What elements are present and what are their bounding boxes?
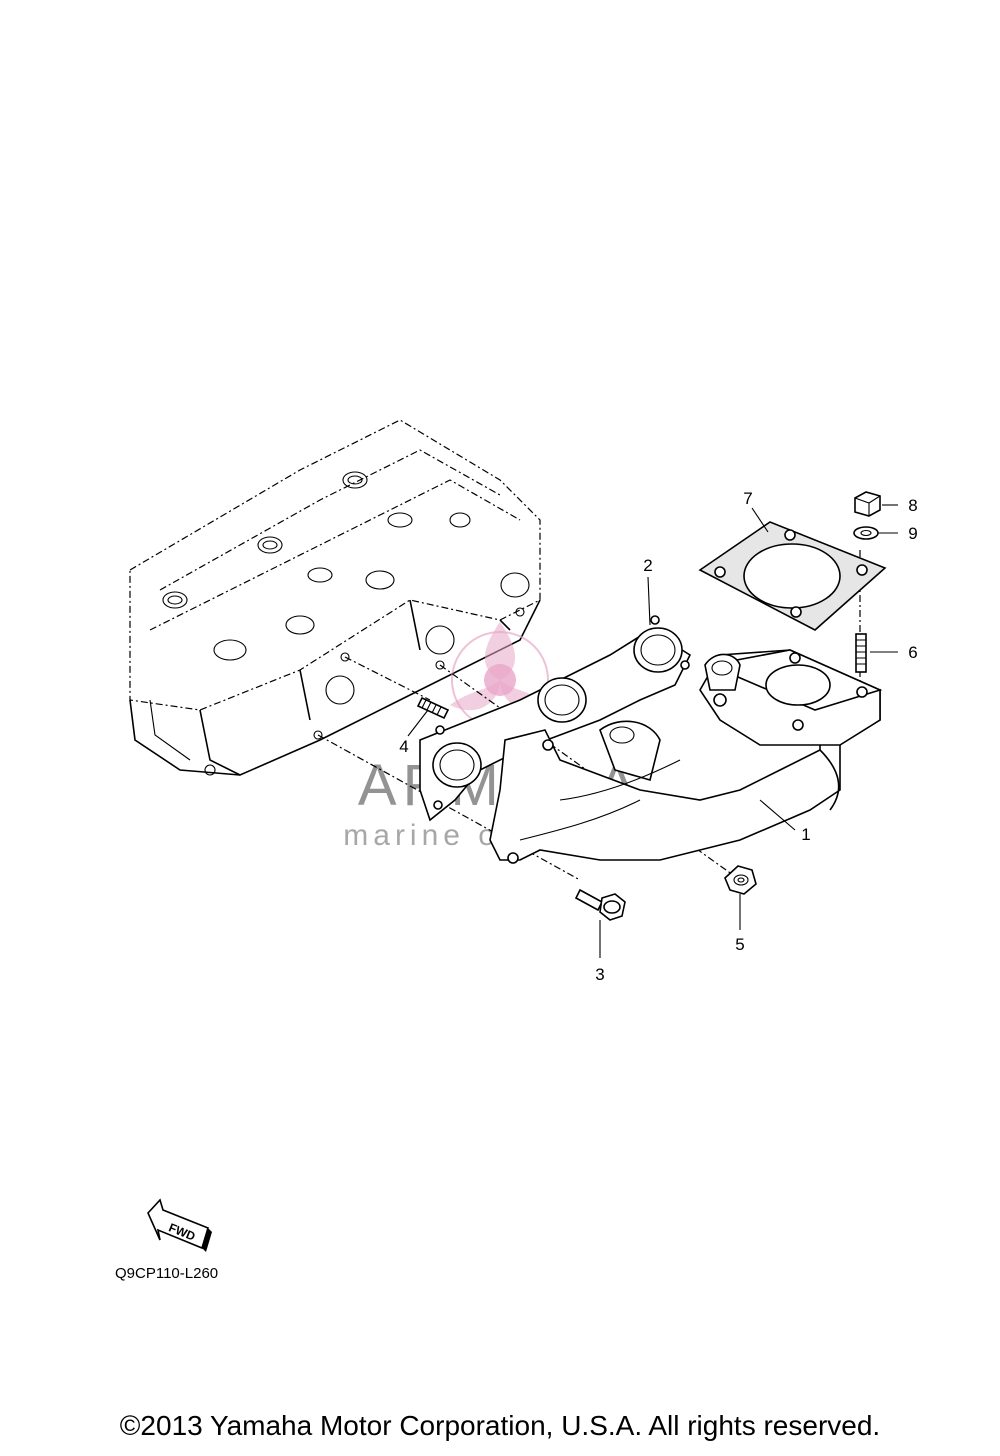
cylinder-head [129, 419, 541, 776]
fwd-arrow-icon: FWD [147, 1198, 212, 1252]
callout-2: 2 [643, 556, 652, 575]
callout-9: 9 [908, 524, 917, 543]
part-1-exhaust-manifold [489, 649, 883, 864]
callout-1: 1 [801, 825, 810, 844]
copyright-notice: ©2013 Yamaha Motor Corporation, U.S.A. A… [119, 1410, 881, 1441]
head-ports [162, 471, 530, 776]
part-9-washer [853, 526, 879, 540]
callout-6: 6 [908, 643, 917, 662]
part-7-gasket [698, 521, 887, 631]
callout-7: 7 [743, 489, 752, 508]
part-3-bolt [574, 888, 626, 921]
part-2-manifold-gasket [419, 615, 692, 822]
callout-8: 8 [908, 496, 917, 515]
callout-4: 4 [399, 737, 408, 756]
part-5-nut [724, 865, 757, 895]
part-6-stud [855, 633, 867, 673]
figure-code: Q9CP110-L260 [115, 1265, 218, 1282]
callout-5: 5 [735, 935, 744, 954]
callout-3: 3 [595, 965, 604, 984]
part-4-stud [416, 696, 450, 720]
part-8-nut [854, 491, 881, 517]
callouts: 1 2 3 4 5 6 7 8 9 [399, 489, 917, 984]
